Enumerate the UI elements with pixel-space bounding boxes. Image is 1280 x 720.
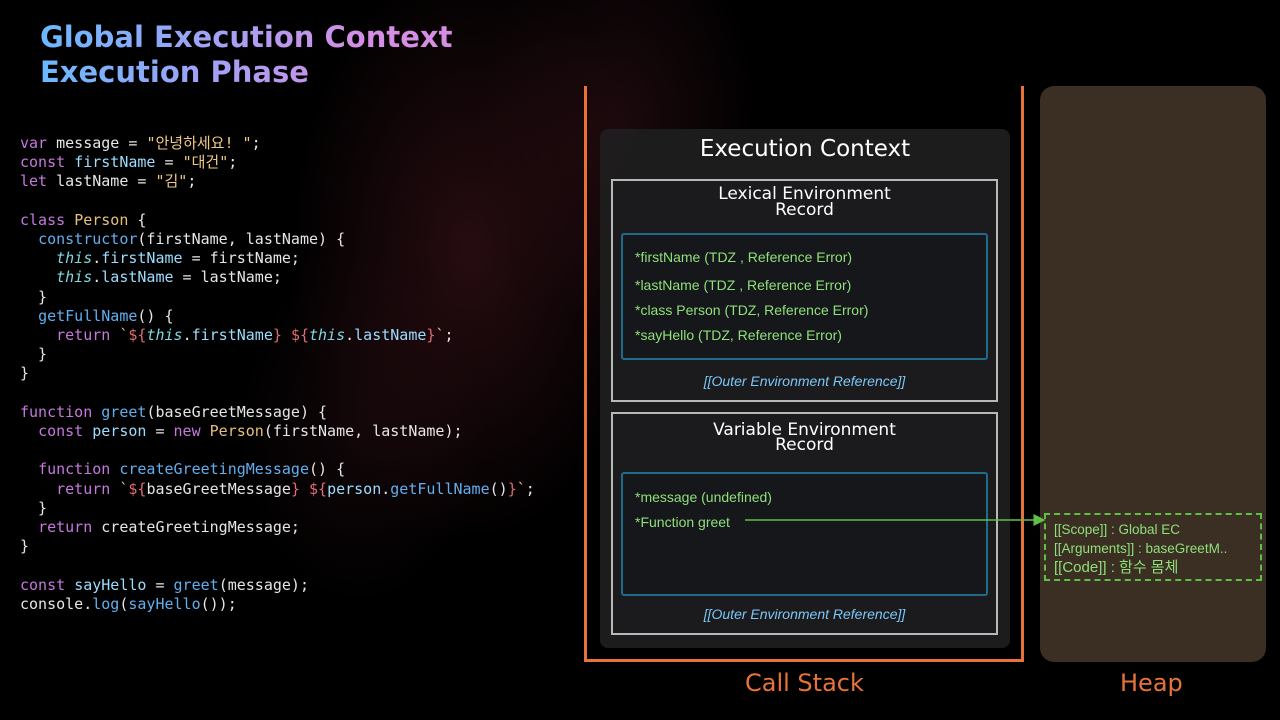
variable-environment-title-1: Variable Environment [713,420,896,440]
function-object-greet: [[Scope]] : Global EC [[Arguments]] : ba… [1044,513,1262,581]
function-object-arguments: [[Arguments]] : baseGreetM.. [1054,541,1228,556]
variable-entry-greet: *Function greet [635,514,730,530]
lexical-entry-sayhello: *sayHello (TDZ, Reference Error) [635,327,842,343]
lexical-entry-firstname: *firstName (TDZ , Reference Error) [635,249,853,265]
lexical-environment-title-1: Lexical Environment [718,184,891,204]
heap-label: Heap [1120,669,1183,697]
heap-area [1040,86,1266,662]
call-stack-label: Call Stack [745,669,864,697]
lexical-environment-title-2: Record [775,200,834,220]
lexical-entry-lastname: *lastName (TDZ , Reference Error) [635,277,852,293]
code-line-message: var message = "안녕하세요! "; [20,134,261,152]
variable-outer-reference: [[Outer Environment Reference]] [703,606,906,622]
code-block: var message = "안녕하세요! "; const firstName… [20,134,535,613]
variable-entry-message: *message (undefined) [635,489,772,505]
variable-environment-box: Variable Environment Record *message (un… [611,412,998,635]
function-object-scope: [[Scope]] : Global EC [1054,522,1181,537]
execution-context-title: Execution Context [699,136,911,162]
call-stack-frame [584,86,1024,662]
variable-environment-title-2: Record [775,435,834,455]
lexical-environment-box: Lexical Environment Record *firstName (T… [611,179,998,402]
function-object-code: [[Code]] : 함수 몸체 [1054,559,1179,576]
lexical-outer-reference: [[Outer Environment Reference]] [703,373,906,389]
lexical-record-box: *firstName (TDZ , Reference Error) *last… [621,233,988,360]
lexical-entry-person: *class Person (TDZ, Reference Error) [635,302,869,318]
variable-record-box: *message (undefined) *Function greet [621,472,988,596]
